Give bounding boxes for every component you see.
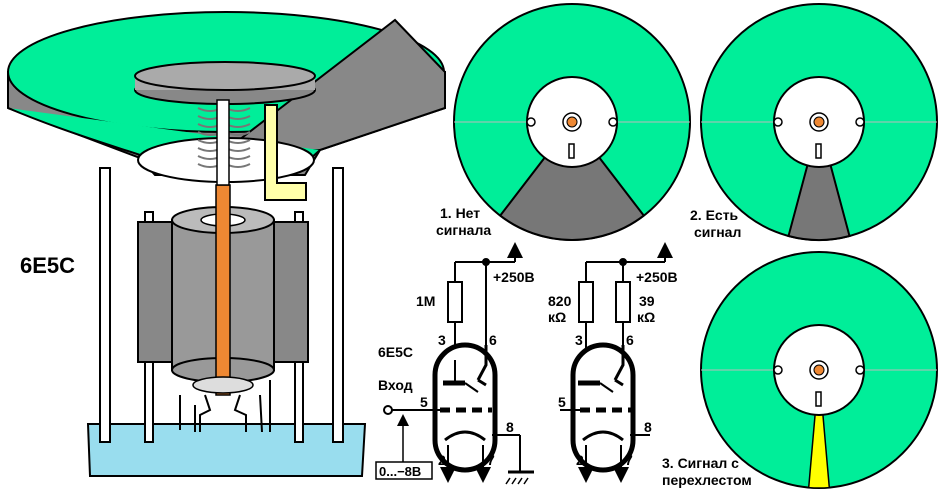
panel-no-signal-line2: сигнала <box>436 222 491 238</box>
cathode-dot <box>566 116 578 128</box>
panel-signal-line1: 2. Есть <box>690 207 739 223</box>
resistor-a-value: 820 <box>548 293 572 309</box>
anode-plate <box>273 221 309 363</box>
input-range-label: 0...−8В <box>379 464 421 479</box>
pin-label: 7 <box>625 452 633 468</box>
tube-illustration: 6E5C <box>7 11 446 477</box>
screen-panel-no-signal: 1. Нет сигнала <box>436 3 691 241</box>
panel-overlap-line2: перехлестом <box>662 472 752 488</box>
resistor <box>447 281 463 323</box>
heater-coil <box>197 107 251 168</box>
pin-label: 3 <box>438 332 446 348</box>
pin-label: 6 <box>489 332 497 348</box>
support-rod <box>99 167 111 443</box>
tube-base <box>86 423 367 477</box>
resistor-b-unit: кΩ <box>637 309 655 325</box>
schematic-left <box>375 242 534 485</box>
supply-label: +250В <box>636 269 678 285</box>
pin-label: 5 <box>558 394 566 410</box>
support-rod <box>332 167 344 443</box>
pin-label: 2 <box>438 452 446 468</box>
resistor-b-value: 39 <box>639 293 655 309</box>
input-label: Вход <box>378 377 413 393</box>
overlap-sector <box>807 369 831 489</box>
shadow-sector <box>498 120 646 241</box>
screen-panel-overlap: 3. Сигнал с перехлестом <box>662 251 938 489</box>
pin-label: 6 <box>626 332 634 348</box>
cathode <box>215 184 231 396</box>
resistor <box>578 281 594 323</box>
pin-label: 2 <box>576 452 584 468</box>
lead-wires <box>179 380 271 433</box>
schematic-right-labels: +250В 820 кΩ 39 кΩ 3 6 5 8 2 7 <box>548 269 678 468</box>
pin-label: 7 <box>487 452 495 468</box>
pin-label: 5 <box>420 394 428 410</box>
pin-label: 8 <box>644 419 652 435</box>
tube-name-label: 6E5C <box>20 253 75 278</box>
cathode-dot <box>813 116 825 128</box>
screen-panel-signal: 2. Есть сигнал <box>690 3 938 241</box>
supply-label: +250В <box>493 269 535 285</box>
pin-label: 8 <box>506 419 514 435</box>
schematic-left-labels: +250В 1M 6E5C Вход 0...−8В 3 6 5 8 2 7 <box>378 269 535 479</box>
deflector-rod <box>264 104 307 201</box>
cathode-dot <box>813 364 825 376</box>
resistor-a-unit: кΩ <box>548 309 566 325</box>
panel-overlap-line1: 3. Сигнал с <box>662 455 739 471</box>
pin-label: 3 <box>575 332 583 348</box>
schematic-right <box>560 242 673 483</box>
anode-plate <box>137 221 173 363</box>
resistor-label: 1M <box>416 293 435 309</box>
tube-symbol-label: 6E5C <box>378 344 413 360</box>
panel-signal-line2: сигнал <box>694 224 741 240</box>
resistor <box>615 281 631 323</box>
panel-no-signal-line1: 1. Нет <box>440 205 480 221</box>
shadow-sector <box>787 118 851 241</box>
